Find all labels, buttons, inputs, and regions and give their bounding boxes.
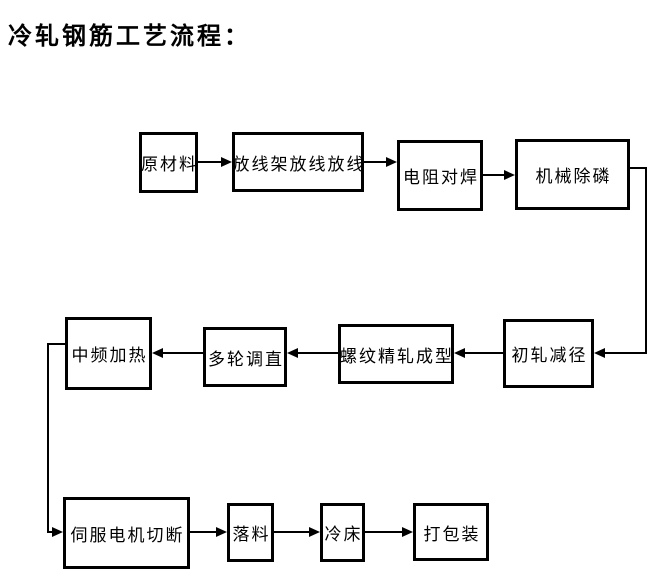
node-cooling-bed: 冷床 [320,503,365,562]
arrowhead-left-icon [594,348,605,358]
node-servo-motor-cutting: 伺服电机切断 [63,497,190,569]
edge-blanking-to-coolingbed-line [274,531,312,533]
node-medium-frequency-heating: 中频加热 [65,317,152,390]
edge-descaling-to-rolling-seg1 [630,167,647,169]
edge-heating-to-cutting-seg3 [47,531,55,533]
edge-thread-to-straightening-line [297,352,338,354]
node-resistance-butt-welding: 电阻对焊 [397,140,483,211]
edge-heating-to-cutting-seg1 [47,343,65,345]
node-multi-wheel-straightening: 多轮调直 [203,327,287,387]
node-packing: 打包装 [413,503,489,561]
arrowhead-right-icon [402,527,413,537]
arrowhead-right-icon [216,527,227,537]
node-initial-rolling-reduction: 初轧减径 [503,319,594,388]
edge-raw-to-payoff-line [198,161,224,163]
edge-descaling-to-rolling-seg2 [645,167,647,354]
arrowhead-left-icon [152,348,163,358]
edge-straightening-to-heating-line [162,352,203,354]
arrowhead-left-icon [287,348,298,358]
arrowhead-right-icon [386,157,397,167]
edge-rolling-to-thread-line [464,352,503,354]
arrowhead-right-icon [52,527,63,537]
arrowhead-right-icon [309,527,320,537]
edge-heating-to-cutting-seg2 [47,343,49,533]
node-payoff-rack-paying-off: 放线架放线放线 [232,132,364,192]
page-title: 冷轧钢筋工艺流程： [8,22,251,50]
edge-welding-to-descaling-line [483,174,506,176]
node-raw-material: 原材料 [139,132,198,193]
node-blanking: 落料 [227,503,274,562]
edge-descaling-to-rolling-seg3 [603,352,647,354]
node-mechanical-descaling: 机械除磷 [515,139,630,210]
arrowhead-left-icon [454,348,465,358]
arrowhead-right-icon [221,157,232,167]
arrowhead-right-icon [504,170,515,180]
edge-coolingbed-to-packing-line [365,531,404,533]
edge-payoff-to-welding-line [364,161,390,163]
edge-cutting-to-blanking-line [190,531,219,533]
node-thread-precision-rolling: 螺纹精轧成型 [338,324,454,384]
